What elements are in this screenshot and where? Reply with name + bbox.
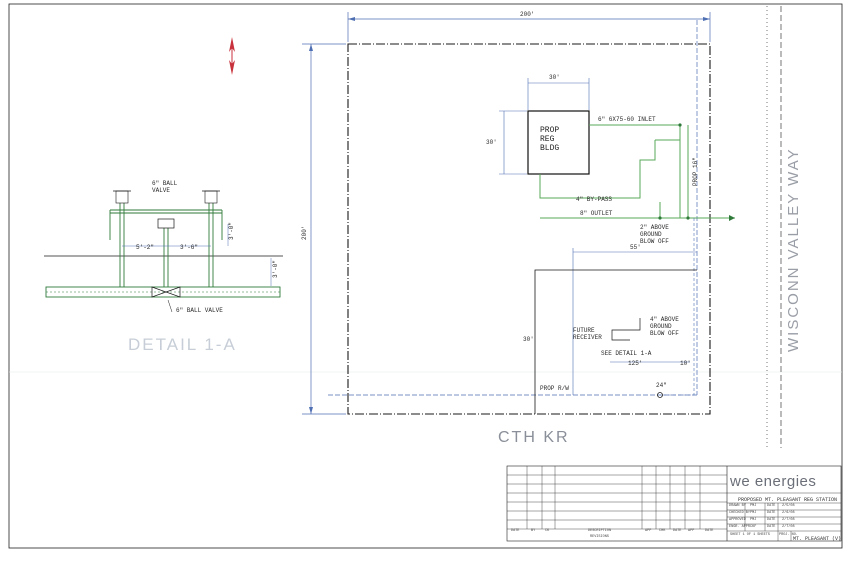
street-name: WISCONN VALLEY WAY (785, 147, 802, 352)
ball-valve-top-line-1: 6" BALL (152, 180, 178, 187)
detail-title: DETAIL 1-A (128, 335, 237, 354)
building-dimensions (499, 78, 590, 175)
inlet-label: 6" 6X75-60 INLET (598, 116, 656, 123)
station-piping (539, 124, 735, 219)
rev-header-date: DATE (511, 529, 520, 533)
dim-125-label: 125' (628, 360, 643, 367)
rev-header-date-2: DATE (673, 529, 682, 533)
regulator-building (527, 110, 590, 175)
top-dimension-label: 200' (520, 11, 535, 18)
rev-header-description: DESCRIPTION (588, 529, 612, 533)
future-receiver-label: FUTURE RECEIVER (573, 327, 602, 341)
blow-off-1-line-3: BLOW OFF (640, 238, 669, 245)
checked-by-label: CHECKED BY (729, 511, 751, 515)
property-fence (347, 43, 711, 415)
blow-off-2-line-2: GROUND (650, 323, 672, 330)
blow-off-1-line-1: 2" ABOVE (640, 224, 669, 231)
rev-header-ck: CK (545, 529, 550, 533)
detail-dim-5-2: 5'-2" (136, 244, 155, 251)
building-label-line-3: BLDG (540, 144, 560, 153)
rev-header-by: BY (531, 529, 536, 533)
valve-markers (658, 123, 690, 220)
top-dimension (347, 12, 711, 42)
rev-header-app-2: APP (688, 529, 695, 533)
ball-valve-top-label: 6" BALL VALVE (152, 180, 177, 194)
engr-appr-date: 2/7/08 (782, 525, 795, 529)
rev-header-date-3: DATE (705, 529, 714, 533)
checked-by-date: 2/6/08 (782, 511, 795, 515)
detail-1a-drawing (44, 190, 283, 313)
revisions-label: REVISIONS (590, 535, 609, 539)
detail-dim-3-0a: 3'-0" (228, 221, 235, 240)
see-detail-label: SEE DETAIL 1-A (601, 350, 652, 357)
approved-date-label: DATE (767, 518, 776, 522)
bypass-label: 4" BY-PASS (576, 196, 613, 203)
future-receiver-line-1: FUTURE (573, 327, 595, 334)
road-name: CTH KR (498, 429, 570, 446)
title-block (506, 465, 842, 542)
blow-off-1-line-2: GROUND (640, 231, 662, 238)
building-width-label: 30' (549, 74, 560, 81)
engr-appr-label: ENGR. APPR. (729, 525, 753, 529)
building-label-line-1: PROP (540, 126, 560, 135)
street-boundary (766, 6, 782, 448)
dim-10-label: 10' (680, 360, 691, 367)
outlet-arrow-icon (729, 215, 735, 221)
blow-off-label-2: 4" ABOVE GROUND BLOW OFF (650, 316, 679, 337)
outlet-label: 8" OUTLET (580, 210, 613, 217)
proj-no-label: PROJ. NO. (779, 533, 798, 537)
blow-off-2-line-3: BLOW OFF (650, 330, 679, 337)
left-dimension (302, 43, 346, 415)
blow-off-2-line-1: 4" ABOVE (650, 316, 679, 323)
drawn-by-label: DRAWN BY (729, 504, 746, 508)
pipeline-run (534, 218, 697, 414)
project-title: PROPOSED MT. PLEASANT REG STATION (738, 497, 838, 503)
left-dimension-label: 200' (301, 225, 308, 240)
engr-appr-date-label: DATE (767, 525, 776, 529)
building-label-line-2: REG (540, 135, 555, 144)
drawn-by-date: 2/5/08 (782, 504, 795, 508)
future-receiver-line-2: RECEIVER (573, 334, 602, 341)
ball-valve-bottom-label: 6" BALL VALVE (176, 307, 223, 314)
building-label: PROP REG BLDG (540, 126, 559, 153)
sheet-border (8, 3, 843, 549)
dim-30-label: 30' (523, 336, 534, 343)
tap-marker (657, 392, 663, 398)
dim-24-label: 24" (656, 382, 667, 389)
checked-by-date-label: DATE (767, 511, 776, 515)
building-height-label: 30' (486, 139, 497, 146)
detail-dim-3-6: 3'-6" (180, 244, 199, 251)
detail-dim-3-0b: 3'-0" (272, 259, 279, 278)
north-arrow-icon (229, 37, 235, 75)
prop-16-label: PROP 16" (692, 157, 699, 186)
approved-date: 2/7/08 (782, 518, 795, 522)
approved-label: APPROVED (729, 518, 746, 522)
company-brand: we energies (730, 473, 817, 490)
ball-valve-top-line-2: VALVE (152, 187, 171, 194)
checked-by-value: PMJ (750, 511, 757, 515)
blow-off-label-1: 2" ABOVE GROUND BLOW OFF (640, 224, 669, 245)
rev-header-chk: CHK (659, 529, 666, 533)
rev-header-app: APP (645, 529, 652, 533)
project-location: MT. PLEASANT (V) (793, 536, 842, 542)
engr-appr-value: CKF (750, 525, 757, 529)
prop-row-label: PROP R/W (540, 385, 569, 392)
dim-55-label: 55' (630, 244, 641, 251)
drawn-by-value: PMJ (750, 504, 757, 508)
approved-value: PMJ (750, 518, 757, 522)
sheet-count: SHEET 1 OF 1 SHEETS (730, 533, 770, 537)
drawn-by-date-label: DATE (767, 504, 776, 508)
